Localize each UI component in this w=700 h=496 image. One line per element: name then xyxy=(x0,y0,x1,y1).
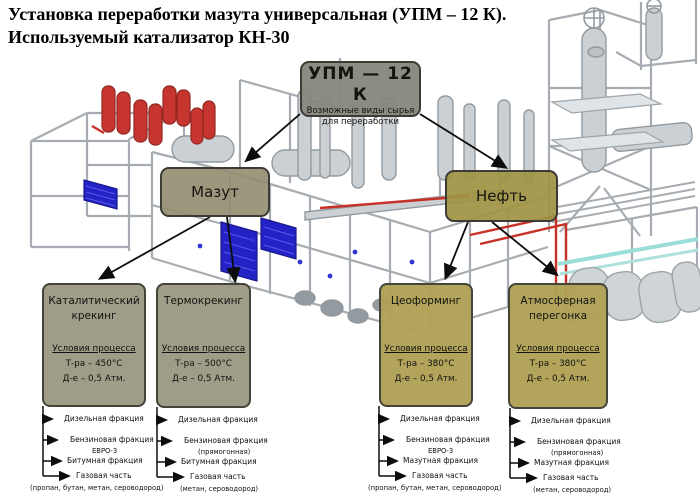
fraction-label: Газовая часть xyxy=(76,471,132,480)
process-box-zeoforming: Цеоформинг Условия процесса Т-ра – 380°С… xyxy=(379,283,473,407)
upm-title: УПМ — 12 К xyxy=(308,64,413,105)
fraction-list-atmospheric-distillation: Дизельная фракция Бензиновая фракция (пр… xyxy=(503,408,658,496)
fraction-label: Дизельная фракция xyxy=(178,415,258,424)
fraction-note: ЕВРО-3 xyxy=(428,447,454,455)
tree-connector xyxy=(42,406,71,482)
fraction-note: ЕВРО-3 xyxy=(92,447,118,455)
process-conditions: Условия процесса Т-ра – 450°С Д-е – 0,5 … xyxy=(44,342,144,387)
conditions-temperature: Т-ра – 500°С xyxy=(175,359,232,369)
conditions-pressure: Д-е – 0,5 Атм. xyxy=(394,374,458,384)
conditions-temperature: Т-ра – 380°С xyxy=(529,359,587,369)
fraction-list-thermocracking: Дизельная фракция Бензиновая фракция (пр… xyxy=(150,407,305,496)
tower-platforms xyxy=(549,93,665,152)
tree-connector xyxy=(156,407,185,483)
fraction-label: Бензиновая фракция xyxy=(184,436,268,445)
radiator-fins xyxy=(85,185,295,272)
callout-mazut: Мазут xyxy=(160,167,270,217)
process-box-catalytic-cracking: Каталитический крекинг Условия процесса … xyxy=(42,283,146,407)
fraction-label: Газовая часть xyxy=(412,471,468,480)
fraction-label: Бензиновая фракция xyxy=(537,437,621,446)
process-conditions: Условия процесса Т-ра – 380°С Д-е – 0,5 … xyxy=(510,342,606,387)
fraction-label: Битумная фракция xyxy=(67,456,143,465)
conditions-title: Условия процесса xyxy=(52,344,136,354)
fraction-label: Газовая часть xyxy=(543,473,599,482)
conditions-temperature: Т-ра – 450°С xyxy=(65,359,123,369)
fraction-list-catalytic-cracking: Дизельная фракция Бензиновая фракция ЕВР… xyxy=(30,406,191,496)
fraction-note: (пропан, бутан, метан, сероводород) xyxy=(368,484,502,492)
callout-neft: Нефть xyxy=(445,170,558,222)
conditions-title: Условия процесса xyxy=(384,344,468,354)
fraction-label: Мазутная фракция xyxy=(403,456,479,465)
upm-subtitle-line1: Возможные виды сырья xyxy=(306,106,415,116)
tree-connector xyxy=(378,406,407,482)
fraction-note: (метан, сероводород) xyxy=(180,485,259,493)
fraction-label: Битумная фракция xyxy=(181,457,257,466)
page-title: Установка переработки мазута универсальн… xyxy=(8,3,506,49)
fraction-note: (пропан, бутан, метан, сероводород) xyxy=(30,484,164,492)
handwheel-icon xyxy=(583,0,662,29)
fraction-label: Дизельная фракция xyxy=(64,414,144,423)
process-name: Термокрекинг xyxy=(164,295,243,307)
process-conditions: Условия процесса Т-ра – 500°С Д-е – 0,5 … xyxy=(158,342,249,387)
process-name: Каталитический крекинг xyxy=(48,295,140,322)
upm-subtitle-line2: для переработки xyxy=(321,116,400,127)
fraction-label: Бензиновая фракция xyxy=(406,435,490,444)
process-box-thermocracking: Термокрекинг Условия процесса Т-ра – 500… xyxy=(156,283,251,408)
conditions-title: Условия процесса xyxy=(161,344,246,354)
fraction-label: Дизельная фракция xyxy=(531,416,611,425)
fraction-label: Дизельная фракция xyxy=(400,414,480,423)
fraction-label: Газовая часть xyxy=(190,472,246,481)
conditions-pressure: Д-е – 0,5 Атм. xyxy=(62,374,126,384)
title-line1: Установка переработки мазута универсальн… xyxy=(8,4,507,24)
fraction-note: (прямогонная) xyxy=(198,448,251,456)
process-name: Атмосферная перегонка xyxy=(520,295,596,322)
fraction-note: (прямогонная) xyxy=(551,449,604,457)
title-line2: Используемый катализатор КН-30 xyxy=(8,27,290,47)
fraction-label: Бензиновая фракция xyxy=(70,435,154,444)
process-conditions: Условия процесса Т-ра – 380°С Д-е – 0,5 … xyxy=(381,342,471,387)
fraction-note: (метан, сероводород) xyxy=(533,486,612,494)
process-box-atmospheric-distillation: Атмосферная перегонка Условия процесса Т… xyxy=(508,283,608,409)
conditions-pressure: Д-е – 0,5 Атм. xyxy=(172,374,235,384)
callout-upm: УПМ — 12 К Возможные виды сырья для пере… xyxy=(300,61,421,127)
conditions-pressure: Д-е – 0,5 Атм. xyxy=(526,374,590,384)
conditions-temperature: Т-ра – 380°С xyxy=(397,359,455,369)
fraction-list-zeoforming: Дизельная фракция Бензиновая фракция ЕВР… xyxy=(368,406,527,496)
fraction-label: Мазутная фракция xyxy=(534,458,610,467)
conditions-title: Условия процесса xyxy=(516,344,600,354)
red-reactor-cylinders xyxy=(101,85,216,146)
process-name: Цеоформинг xyxy=(390,295,462,307)
tree-connector xyxy=(509,408,538,484)
